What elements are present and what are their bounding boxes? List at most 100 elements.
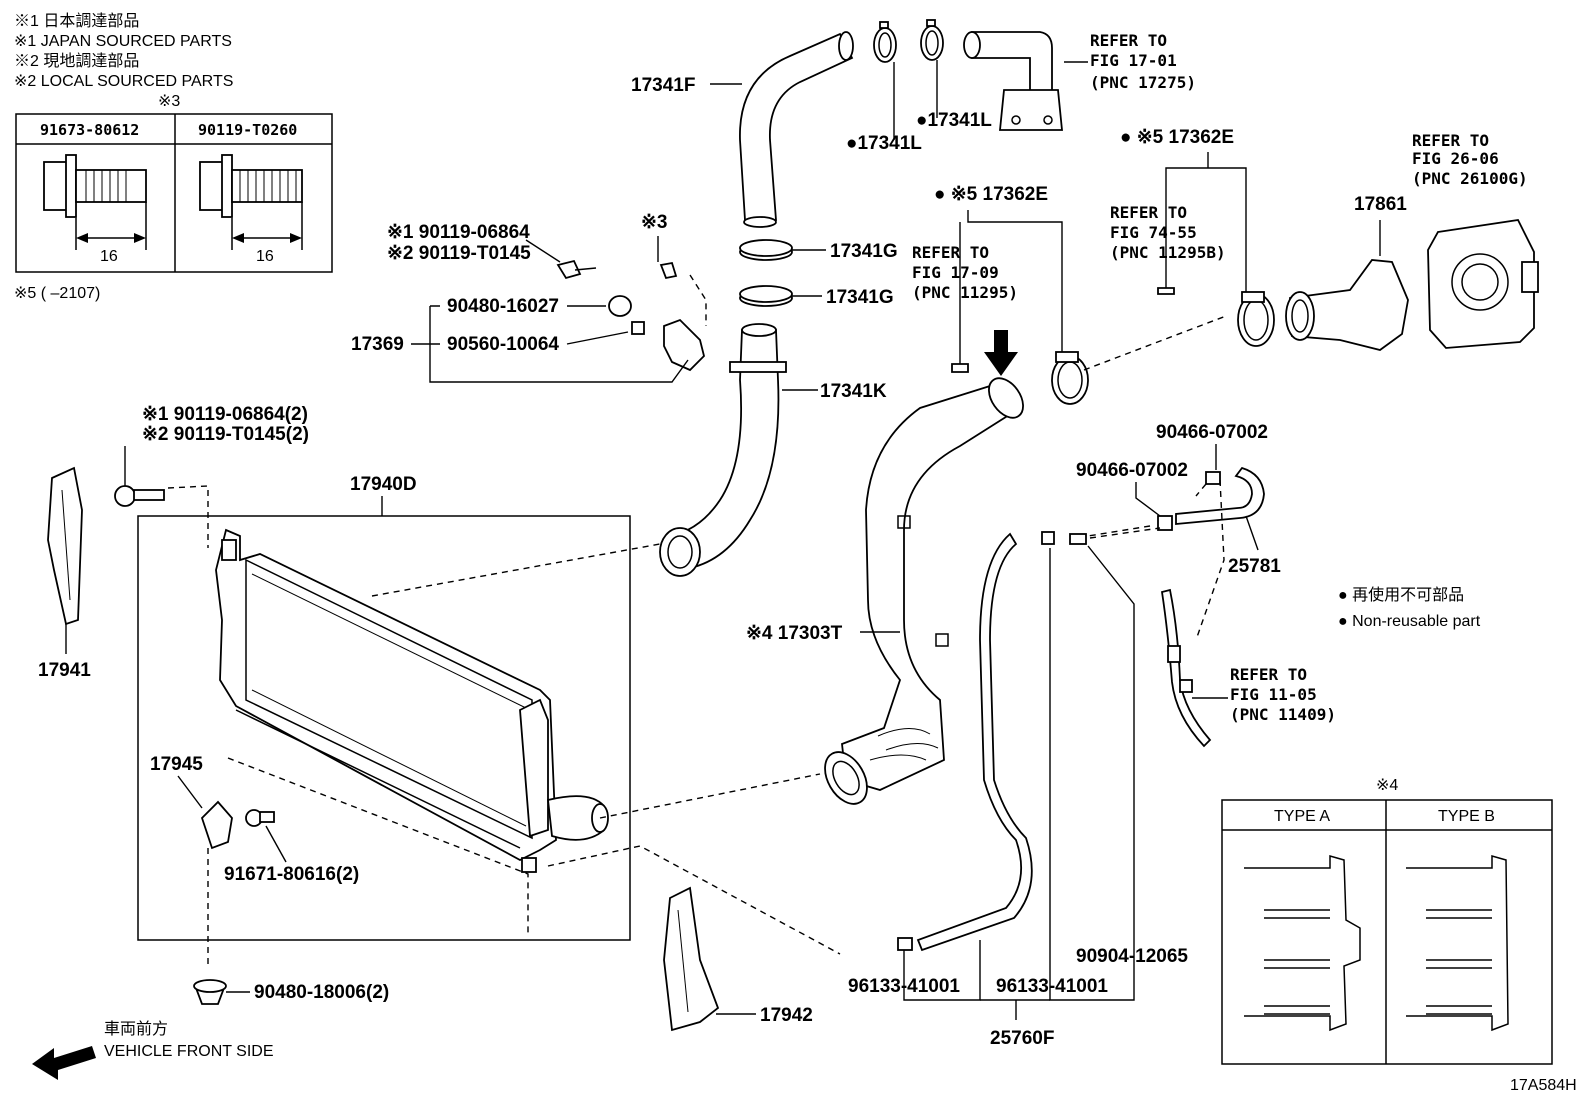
bolt-90119[interactable] [114,485,165,507]
label-90119-t0145: ※2 90119-T0145 [387,243,531,264]
refer-17-01[interactable]: REFER TO FIG 17-01 (PNC 17275) [1090,31,1196,92]
label-17341f: 17341F [631,75,695,96]
clamp-17362e-a[interactable] [1051,351,1089,405]
legend-line-3: ※2 現地調達部品 [14,52,139,70]
svg-text:(PNC 17275): (PNC 17275) [1090,73,1196,92]
label-17942: 17942 [760,1005,813,1026]
svg-text:FIG 11-05: FIG 11-05 [1230,685,1317,704]
down-arrow-icon [984,330,1018,376]
flange-bolt-icon: 16 [43,154,147,265]
bolt-length-1: 16 [100,248,118,265]
refer-26-06[interactable]: REFER TO FIG 26-06 (PNC 26100G) [1412,131,1528,188]
hose-17341f[interactable] [739,31,854,228]
clamp-17362e-b[interactable] [1237,291,1275,347]
label-90480-16027: 90480-16027 [447,296,559,317]
clip-90466-a[interactable] [1205,471,1221,485]
clamp-17341g-a[interactable] [739,239,793,261]
bolt-table-mark: ※3 [158,93,180,110]
label-17940d: 17940D [350,474,417,495]
label-17303t: ※4 17303T [746,623,843,644]
bolt-col-2: 90119-T0260 [198,121,297,139]
hose-17341k[interactable] [659,323,787,577]
clip-17945[interactable] [200,800,233,850]
intercooler-core[interactable] [215,528,609,873]
label-90560-10064: 90560-10064 [447,334,559,355]
type-a-header: TYPE A [1274,808,1330,825]
type-table-mark: ※4 [1376,777,1398,794]
svg-text:REFER TO: REFER TO [912,243,989,262]
svg-text:REFER TO: REFER TO [1110,203,1187,222]
label-90480-18006: 90480-18006(2) [254,982,389,1003]
label-17861: 17861 [1354,194,1407,215]
label-90904: 90904-12065 [1076,946,1188,967]
label-90119-06864: ※1 90119-06864 [387,222,530,243]
hose-25760f[interactable] [916,532,1033,952]
label-17362e-b: ● ※5 17362E [1120,127,1234,148]
legend-line-2: ※1 JAPAN SOURCED PARTS [14,33,232,50]
type-b-header: TYPE B [1438,808,1495,825]
label-17341k: 17341K [820,381,887,402]
svg-text:(PNC 11295B): (PNC 11295B) [1110,243,1226,262]
throttle-adapter-17861[interactable] [1285,259,1409,351]
vehicle-front-jp: 車両前方 [104,1020,168,1038]
legend: ※1 日本調達部品 ※1 JAPAN SOURCED PARTS ※2 現地調達… [14,12,233,302]
label-96133-b: 96133-41001 [996,976,1108,997]
label-17369: 17369 [351,334,404,355]
flange-bolt-icon: 16 [199,154,303,265]
label-17341l-b: ●17341L [846,133,922,154]
label-17362e-a: ● ※5 17362E [934,184,1048,205]
clamp-17341l-a[interactable] [873,21,897,63]
legend-line-4: ※2 LOCAL SOURCED PARTS [14,73,233,90]
hose-17303t[interactable] [816,372,1030,811]
throttle-body[interactable] [1427,219,1539,349]
connector-90904[interactable] [1069,533,1087,545]
bolt-col-1: 91673-80612 [40,121,139,139]
pipe-11409[interactable] [1160,588,1212,748]
label-90466-a: 90466-07002 [1156,422,1268,443]
label-91671: 91671-80616(2) [224,864,359,885]
type-a-drawing [1244,855,1361,1032]
grommet-90480[interactable] [193,979,227,1005]
water-outlet-elbow[interactable] [963,31,1063,131]
type-b-drawing [1406,855,1509,1032]
label-25760f: 25760F [990,1028,1054,1049]
bracket-17369[interactable] [556,259,705,372]
hose-25781[interactable] [1175,466,1265,525]
svg-text:FIG 17-01: FIG 17-01 [1090,51,1177,70]
svg-text:(PNC 26100G): (PNC 26100G) [1412,169,1528,188]
svg-text:(PNC 11295): (PNC 11295) [912,283,1018,302]
clip-96133-b[interactable] [1041,531,1055,545]
label-17341g-b: 17341G [826,287,894,308]
seal-17941[interactable] [47,466,83,626]
vehicle-front-en: VEHICLE FRONT SIDE [104,1043,274,1060]
label-mark-3: ※3 [641,212,668,233]
svg-text:REFER TO: REFER TO [1412,131,1489,150]
label-17341l-a: ●17341L [916,110,992,131]
vehicle-front-arrow-icon [32,1046,96,1080]
refer-17-09[interactable]: REFER TO FIG 17-09 (PNC 11295) [912,243,1018,302]
label-25781: 25781 [1228,556,1281,577]
label-17945: 17945 [150,754,203,775]
label-90119-t0145-2: ※2 90119-T0145(2) [142,424,309,445]
type-table: ※4 TYPE A TYPE B [1221,777,1553,1065]
clamp-17341l-b[interactable] [920,19,944,61]
label-17341g-a: 17341G [830,241,898,262]
label-90466-b: 90466-07002 [1076,460,1188,481]
legend-line-1: ※1 日本調達部品 [14,12,139,30]
refer-11-05[interactable]: REFER TO FIG 11-05 (PNC 11409) [1230,665,1336,724]
clip-90466-b[interactable] [1157,515,1173,531]
label-17941: 17941 [38,660,91,681]
seal-17942[interactable] [663,886,720,1032]
clamp-17341g-b[interactable] [739,285,793,307]
label-90119-06864-2: ※1 90119-06864(2) [142,404,308,425]
clip-96133-a[interactable] [897,937,913,951]
svg-text:FIG 74-55: FIG 74-55 [1110,223,1197,242]
refer-74-55[interactable]: REFER TO FIG 74-55 (PNC 11295B) [1110,203,1226,262]
svg-text:(PNC 11409): (PNC 11409) [1230,705,1336,724]
bolt-length-2: 16 [256,248,274,265]
bolt-91671[interactable] [245,809,275,827]
svg-text:FIG 17-09: FIG 17-09 [912,263,999,282]
non-reusable-en: ● Non-reusable part [1338,613,1481,630]
svg-text:REFER TO: REFER TO [1230,665,1307,684]
